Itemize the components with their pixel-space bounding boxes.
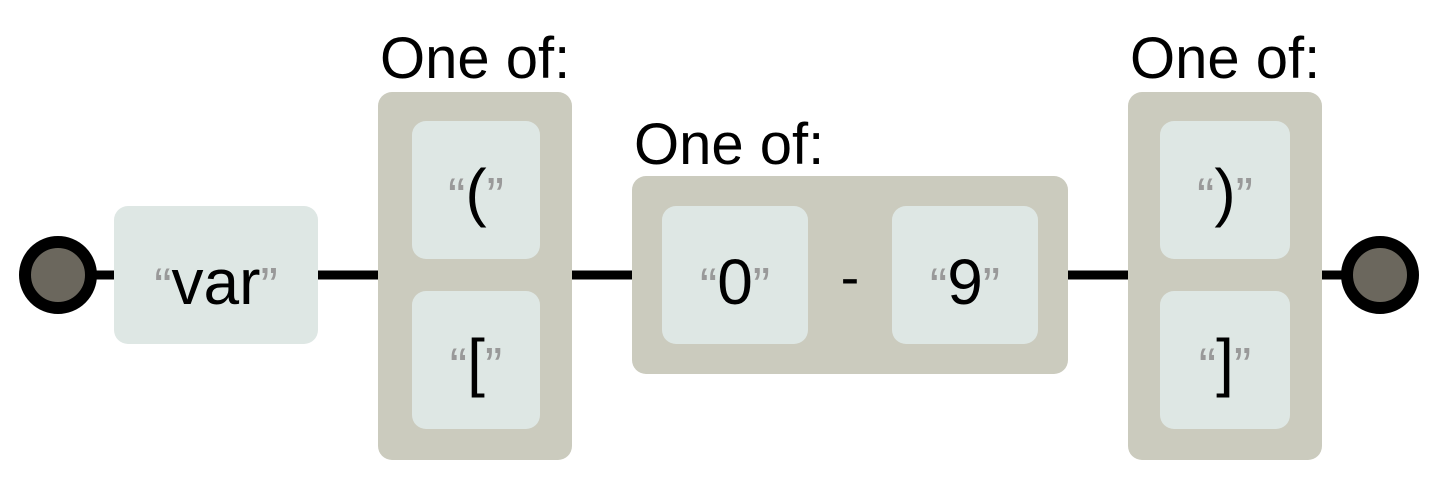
option-literal: “(”	[448, 156, 504, 228]
group-label: One of:	[380, 26, 570, 91]
option-literal: “]”	[1199, 326, 1251, 398]
literal-box	[412, 121, 540, 259]
group-label: One of:	[634, 112, 824, 177]
start-terminal	[19, 236, 97, 314]
literal-box	[892, 206, 1038, 344]
choice-group-close-bracket: One of: “)” “]”	[1128, 26, 1322, 460]
range-from-literal: “0”	[700, 246, 770, 318]
group-label: One of:	[1130, 26, 1320, 91]
literal-box	[1160, 291, 1290, 429]
range-group-digits: One of: “0” - “9”	[632, 112, 1068, 374]
literal-box	[412, 291, 540, 429]
option-literal: “)”	[1197, 156, 1253, 228]
literal-var: “var”	[114, 206, 318, 344]
end-terminal	[1341, 236, 1419, 314]
range-separator: -	[841, 245, 860, 308]
range-to-literal: “9”	[930, 246, 1000, 318]
literal-box	[114, 206, 318, 344]
choice-group-open-bracket: One of: “(” “[”	[378, 26, 572, 460]
literal-box	[1160, 121, 1290, 259]
literal-text: “var”	[154, 246, 278, 318]
option-literal: “[”	[450, 326, 502, 398]
literal-box	[662, 206, 808, 344]
